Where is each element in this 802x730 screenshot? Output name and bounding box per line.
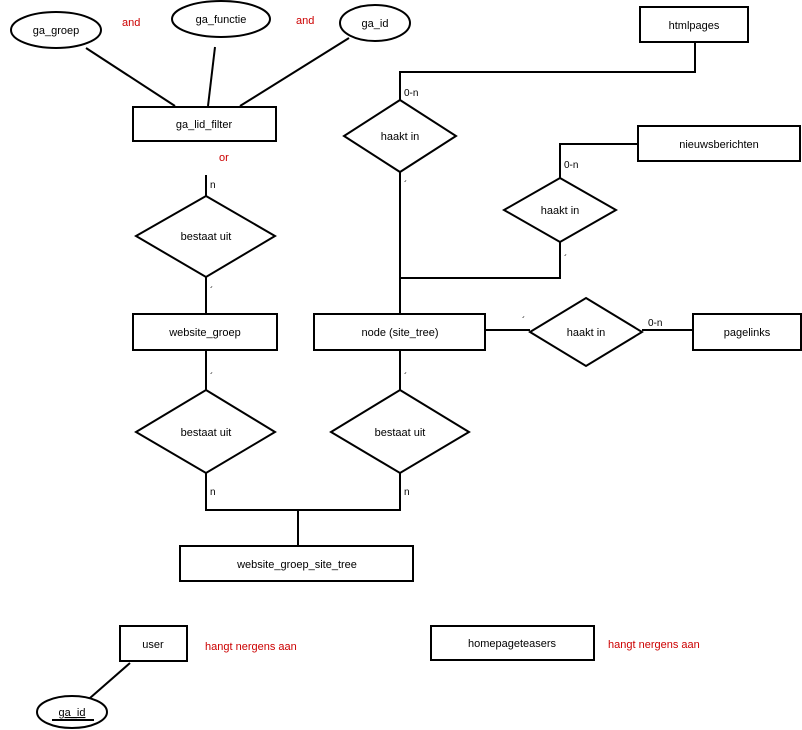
cardinality-nieuws-0n: 0-n [564,160,578,171]
cardinality-pagelinks-0n: 0-n [648,318,662,329]
entity-node-site-tree: node (site_tree) [313,313,486,351]
tick-marks: ´ ´ ´ ´ ´ ´ [210,179,567,383]
entity-nieuwsberichten: nieuwsberichten [637,125,801,162]
tick-mark: ´ [404,371,407,383]
entity-user-label: user [142,639,164,651]
cardinality-htmlpages-0n: 0-n [404,88,418,99]
tick-mark: ´ [210,285,213,297]
entity-user: user [119,625,188,662]
entity-nieuwsberichten-label: nieuwsberichten [679,139,759,151]
attribute-ga-id-label: ga_id [362,18,389,30]
annotation-and-2: and [296,15,314,27]
attribute-ga-functie: ga_functie [171,0,271,38]
attribute-user-ga-id-label: ga_id [59,707,86,719]
connector-lines [85,37,696,699]
relationship-haakt-in-htmlpages-label: haakt in [381,131,420,143]
relationship-bestaat-uit-groep-label: bestaat uit [181,427,232,439]
entity-website-groep-site-tree: website_groep_site_tree [179,545,414,582]
annotation-hangt-user: hangt nergens aan [205,641,297,653]
tick-mark: ´ [564,253,567,265]
entity-node-site-tree-label: node (site_tree) [361,327,438,339]
relationship-bestaat-uit-filter: bestaat uit [134,194,277,279]
entity-htmlpages-label: htmlpages [669,20,720,32]
relationship-bestaat-uit-node-label: bestaat uit [375,427,426,439]
attribute-ga-groep: ga_groep [10,11,102,49]
entity-homepageteasers: homepageteasers [430,625,595,661]
cardinality-filter-n: n [210,180,216,191]
relationship-bestaat-uit-filter-label: bestaat uit [181,231,232,243]
entity-htmlpages: htmlpages [639,6,749,43]
relationship-haakt-in-pagelinks-label: haakt in [567,327,606,339]
relationship-haakt-in-htmlpages: haakt in [342,98,458,174]
entity-website-groep: website_groep [132,313,278,351]
tick-mark: ´ [404,179,407,191]
attribute-user-ga-id: ga_id [36,695,108,729]
entity-pagelinks-label: pagelinks [724,327,771,339]
attribute-ga-id: ga_id [339,4,411,42]
entity-website-groep-site-tree-label: website_groep_site_tree [236,559,357,571]
relationship-bestaat-uit-node: bestaat uit [329,388,471,475]
relationship-haakt-in-pagelinks: haakt in [528,296,644,368]
cardinality-groep-n: n [210,487,216,498]
attribute-ga-groep-label: ga_groep [33,25,80,37]
entity-homepageteasers-label: homepageteasers [468,638,557,650]
cardinality-node-n: n [404,487,410,498]
attribute-ga-functie-label: ga_functie [196,14,247,26]
annotation-or: or [219,152,229,164]
entity-ga-lid-filter: ga_lid_filter [132,106,277,142]
annotation-and-1: and [122,17,140,29]
annotation-hangt-teasers: hangt nergens aan [608,639,700,651]
relationship-haakt-in-nieuws: haakt in [501,176,619,244]
entity-website-groep-label: website_groep [168,327,241,339]
entity-ga-lid-filter-label: ga_lid_filter [176,119,233,131]
tick-mark: ´ [522,315,525,327]
relationship-bestaat-uit-groep: bestaat uit [134,388,277,475]
relationship-haakt-in-nieuws-label: haakt in [541,205,580,217]
tick-mark: ´ [210,371,213,383]
entity-pagelinks: pagelinks [692,313,802,351]
